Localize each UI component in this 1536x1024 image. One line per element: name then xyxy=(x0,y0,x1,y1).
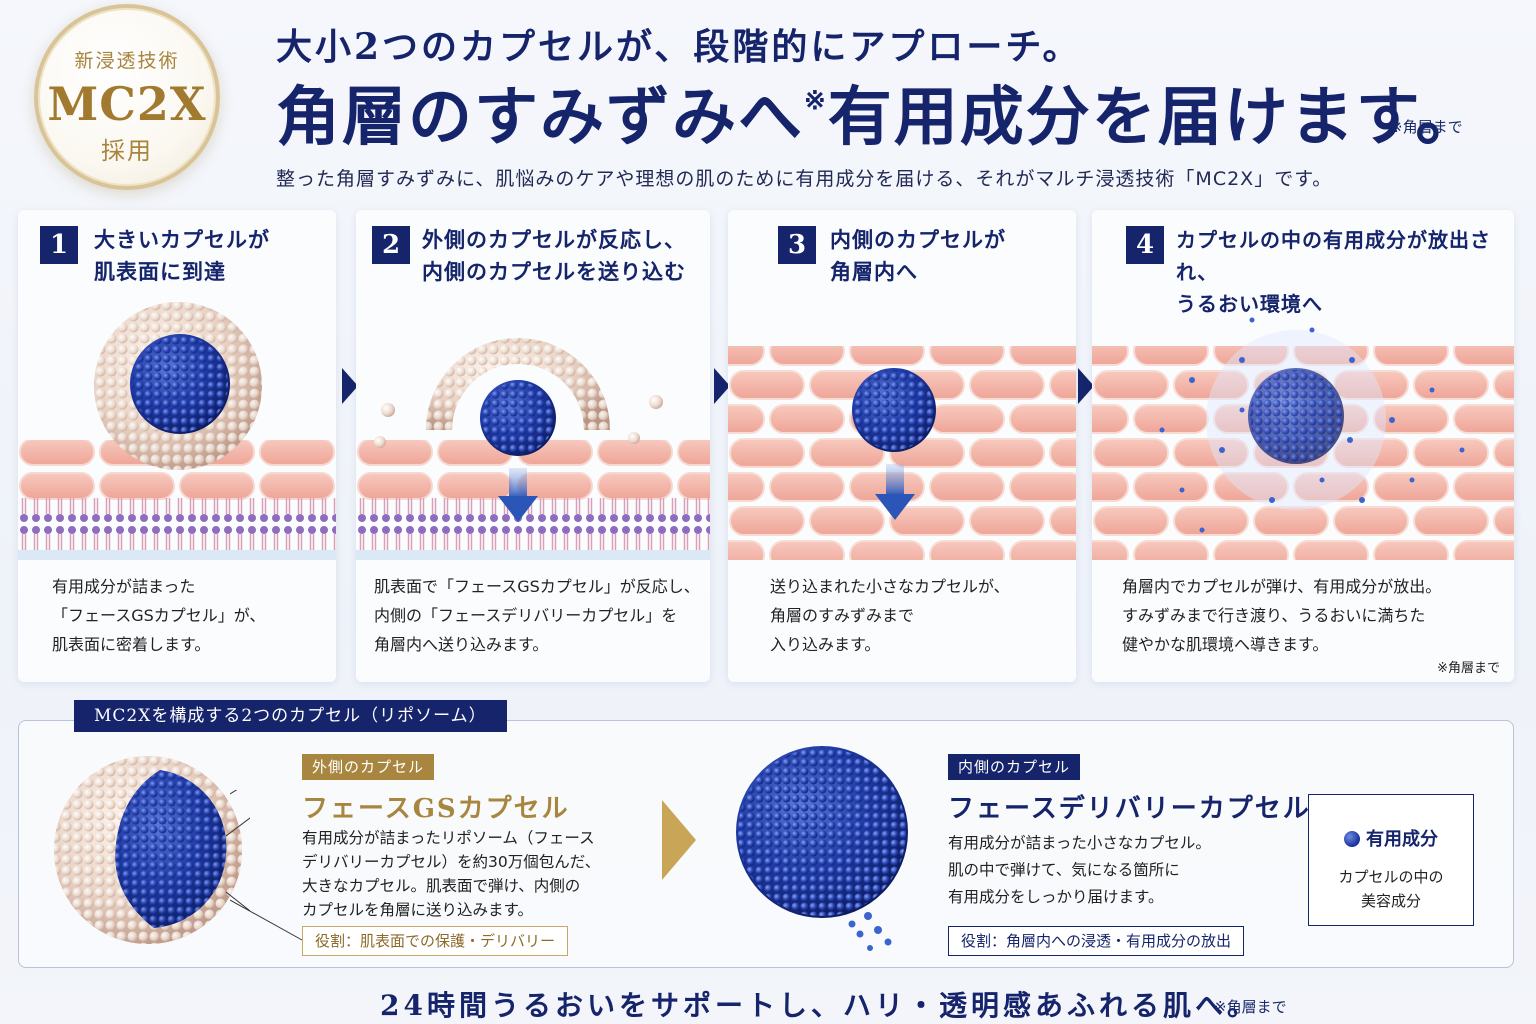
step-body-line1: 有用成分が詰まった xyxy=(52,577,196,596)
step-title-line1: 内側のカプセルが xyxy=(830,227,1006,252)
ingredient-dot-icon xyxy=(1344,831,1360,847)
step-body-line3: 肌表面に密着します。 xyxy=(52,635,211,654)
step-title: 内側のカプセルが 角層内へ xyxy=(830,224,1006,288)
legend-line2: 美容成分 xyxy=(1360,892,1421,910)
step-title-line1: 大きいカプセルが xyxy=(94,227,270,252)
step-body-line1: 角層内でカプセルが弾け、有用成分が放出。 xyxy=(1122,577,1442,596)
step-number: 2 xyxy=(372,226,410,264)
title-part-a: 角層のすみずみへ xyxy=(276,80,804,155)
inner-capsule-chip: 内側のカプセル xyxy=(948,754,1081,780)
page-subtitle: 大小2つのカプセルが、段階的にアプローチ。 xyxy=(276,26,1082,68)
step-title: カプセルの中の有用成分が放出され、 うるおい環境へ xyxy=(1176,224,1514,320)
badge-line1: 新浸透技術 xyxy=(74,50,180,72)
step-body-line2: 角層のすみずみまで xyxy=(770,606,915,625)
step-panel-1: 1 大きいカプセルが 肌表面に到達 有用成分が詰まった 「フェースGSカプセル」… xyxy=(18,210,336,682)
step-arrow-icon xyxy=(714,368,730,404)
step-arrow-icon xyxy=(1078,368,1094,404)
section-label: MC2Xを構成する2つのカプセル（リポソーム） xyxy=(74,700,507,732)
step-body-line3: 入り込みます。 xyxy=(770,635,881,654)
step-title: 大きいカプセルが 肌表面に到達 xyxy=(94,224,270,288)
badge-logo: MC2X xyxy=(47,77,207,131)
inner-desc-line2: 肌の中で弾けて、気になる箇所に xyxy=(948,861,1180,879)
outer-capsule-chip: 外側のカプセル xyxy=(302,754,435,780)
step-title-line2: 角層内へ xyxy=(830,259,918,284)
step-title-line2: うるおい環境へ xyxy=(1176,292,1323,316)
outer-desc-line4: カプセルを角層に送り込みます。 xyxy=(302,901,533,919)
leader-lines xyxy=(230,790,303,941)
step-note: ※角層まで xyxy=(1437,661,1500,676)
step-body-line3: 健やかな肌環境へ導きます。 xyxy=(1122,635,1329,654)
step-title-line1: カプセルの中の有用成分が放出され、 xyxy=(1176,228,1491,284)
delivery-capsule-large-icon xyxy=(736,746,908,951)
step-body-line2: 「フェースGSカプセル」が、 xyxy=(52,606,266,625)
step-body-line2: すみずみまで行き渡り、うるおいに満ちた xyxy=(1122,606,1426,625)
outer-capsule-role: 役割：肌表面での保護・デリバリー xyxy=(302,926,569,956)
title-part-b: 有用成分を届けます。 xyxy=(827,80,1482,155)
step-title-line2: 肌表面に到達 xyxy=(94,259,226,284)
step-title-line1: 外側のカプセルが反応し、 xyxy=(422,227,686,252)
step-panel-3: 3 内側のカプセルが 角層内へ 送り込まれた小さなカプセルが、 角層のすみずみま… xyxy=(728,210,1076,682)
step-body: 角層内でカプセルが弾け、有用成分が放出。 すみずみまで行き渡り、うるおいに満ちた… xyxy=(1122,572,1441,659)
legend-desc: カプセルの中の 美容成分 xyxy=(1309,865,1473,913)
outer-capsule-desc: 有用成分が詰まったリポソーム（フェース デリバリーカプセル）を約30万個包んだ、… xyxy=(302,826,600,922)
step-number: 3 xyxy=(778,226,816,264)
legend-title: 有用成分 xyxy=(1309,825,1473,851)
legend-title-text: 有用成分 xyxy=(1366,829,1438,850)
step-panel-2: 2 外側のカプセルが反応し、 内側のカプセルを送り込む 肌表面で「フェースGSカ… xyxy=(356,210,710,682)
inner-capsule-name: フェースデリバリーカプセル xyxy=(948,794,1311,824)
step-title: 外側のカプセルが反応し、 内側のカプセルを送り込む xyxy=(422,224,686,288)
skin-illustration xyxy=(18,302,336,560)
badge-line3: 採用 xyxy=(101,137,153,165)
inner-desc-line3: 有用成分をしっかり届けます。 xyxy=(948,888,1164,906)
gs-capsule-cutaway-icon xyxy=(54,756,250,944)
gold-arrow-icon xyxy=(662,800,696,880)
step-title-line2: 内側のカプセルを送り込む xyxy=(422,259,686,284)
step-arrow-icon xyxy=(342,368,358,404)
stratum-illustration xyxy=(728,346,1076,560)
footer-note: ※角層まで xyxy=(1214,998,1287,1016)
step-panel-4: 4 カプセルの中の有用成分が放出され、 うるおい環境へ 角層内でカプセルが弾け、… xyxy=(1092,210,1514,682)
step-number: 4 xyxy=(1126,226,1164,264)
step-body-line1: 肌表面で「フェースGSカプセル」が反応し、 xyxy=(374,577,700,596)
page-title: 角層のすみずみへ※有用成分を届けます。 xyxy=(276,66,1481,158)
step-body: 送り込まれた小さなカプセルが、 角層のすみずみまで 入り込みます。 xyxy=(770,572,1010,659)
skin-illustration xyxy=(356,338,710,560)
inner-capsule-desc: 有用成分が詰まった小さなカプセル。 肌の中で弾けて、気になる箇所に 有用成分をし… xyxy=(948,830,1211,911)
down-arrow-icon xyxy=(875,494,915,520)
outer-desc-line3: 大きなカプセル。肌表面で弾け、内側の xyxy=(302,877,581,895)
legend-line1: カプセルの中の xyxy=(1338,868,1444,886)
inner-desc-line1: 有用成分が詰まった小さなカプセル。 xyxy=(948,834,1211,852)
title-mark: ※ xyxy=(804,86,828,116)
legend-box: 有用成分 カプセルの中の 美容成分 xyxy=(1308,794,1474,926)
stratum-illustration xyxy=(1092,317,1514,560)
step-body: 有用成分が詰まった 「フェースGSカプセル」が、 肌表面に密着します。 xyxy=(52,572,265,659)
outer-desc-line2: デリバリーカプセル）を約30万個包んだ、 xyxy=(302,853,601,871)
step-body-line2: 内側の「フェースデリバリーカプセル」を xyxy=(374,606,678,625)
step-body-line3: 角層内へ送り込みます。 xyxy=(374,635,549,654)
step-body-line1: 送り込まれた小さなカプセルが、 xyxy=(770,577,1010,596)
mc2x-badge: 新浸透技術 MC2X 採用 xyxy=(34,4,220,190)
header-note: ※角層まで xyxy=(1390,118,1463,136)
step-body: 肌表面で「フェースGSカプセル」が反応し、 内側の「フェースデリバリーカプセル」… xyxy=(374,572,700,659)
step-number: 1 xyxy=(40,226,78,264)
outer-capsule-name: フェースGSカプセル xyxy=(302,794,570,824)
down-arrow-icon xyxy=(498,496,538,522)
page-description: 整った角層すみずみに、肌悩みのケアや理想の肌のために有用成分を届ける、それがマル… xyxy=(276,168,1333,190)
footer-tagline: 24時間うるおいをサポートし、ハリ・透明感あふれる肌へ。 xyxy=(380,989,1259,1022)
inner-capsule-role: 役割：角層内への浸透・有用成分の放出 xyxy=(948,926,1245,956)
outer-desc-line1: 有用成分が詰まったリポソーム（フェース xyxy=(302,829,595,847)
